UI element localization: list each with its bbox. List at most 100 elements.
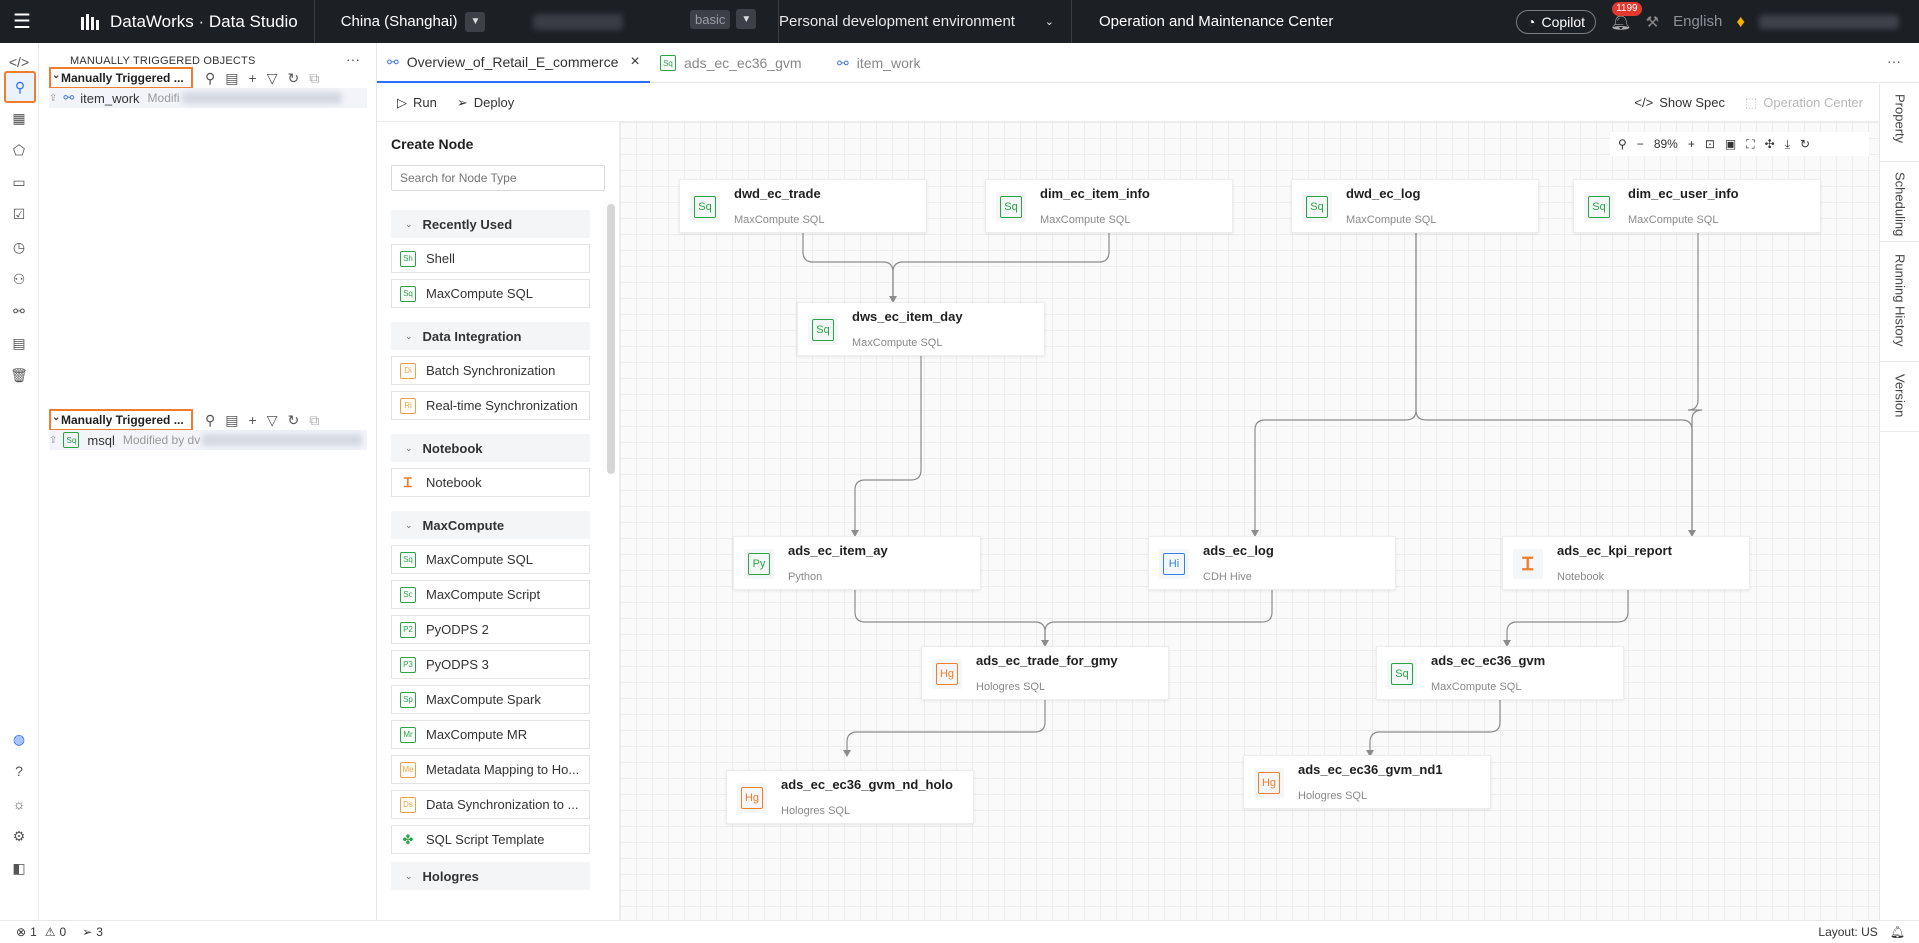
scrollbar[interactable] [607,204,615,474]
bell-icon[interactable]: 🔔︎ [1890,925,1905,939]
refresh-icon[interactable]: ↻ [287,70,299,87]
close-icon[interactable]: × [630,53,639,71]
node-type-shell[interactable]: ShShell [391,244,590,273]
node-type-maxcompute-sql-recent[interactable]: SqMaxCompute SQL [391,279,590,308]
bell-icon[interactable]: 🔔︎1199 [1610,12,1632,32]
tab-overview[interactable]: ⚯ Overview_of_Retail_E_commerce × [377,43,650,83]
layout-label[interactable]: Layout: US [1818,925,1877,939]
node-type-pyodps3[interactable]: P3PyODPS 3 [391,650,590,679]
theme-icon[interactable]: ☼ [8,793,30,815]
group-maxcompute[interactable]: ⌄MaxCompute [391,511,590,539]
tab-ads-ec-ec36-gvm[interactable]: Sq ads_ec_ec36_gvm [660,43,802,83]
group-hologres[interactable]: ⌄Hologres [391,862,590,890]
section-header[interactable]: ⌄ Manually Triggered ... ⚲ ▤ + ▽ ↻ ⧉ [49,67,319,89]
table-icon[interactable]: ▦ [8,107,30,129]
section-header[interactable]: ⌄ Manually Triggered ... ⚲ ▤ + ▽ ↻ ⧉ [49,409,319,431]
notification-badge: 1199 [1612,2,1642,16]
region-selector[interactable]: China (Shanghai) ▼ [341,12,486,32]
filter-icon[interactable]: ▽ [267,412,278,429]
tab-version[interactable]: Version [1880,362,1919,432]
node-type-realtime-sync[interactable]: RiReal-time Synchronization [391,391,590,420]
add-icon[interactable]: + [249,70,257,87]
node-search-input[interactable] [391,165,605,191]
environment-selector[interactable]: Personal development environment ⌄ [778,0,1068,43]
node-dws-ec-item-day[interactable]: Sq dws_ec_item_day MaxCompute SQL [797,302,1045,356]
more-icon[interactable]: ··· [1887,53,1901,69]
group-notebook[interactable]: ⌄Notebook [391,434,590,462]
sidebar-toggle-icon[interactable]: ◧ [8,857,30,879]
node-dwd-ec-log[interactable]: Sq dwd_ec_log MaxCompute SQL [1291,179,1539,233]
check-icon[interactable]: ☑ [8,203,30,225]
refresh-icon[interactable]: ↻ [287,412,299,429]
tools-icon[interactable]: ⚒ [1646,13,1659,31]
problems-indicator[interactable]: ⊗ 1 ⚠ 0 [16,925,66,939]
show-spec-button[interactable]: </> Show Spec [1634,95,1725,110]
workspace-name[interactable] [533,14,623,30]
section-label[interactable]: ⌄ Manually Triggered ... [49,67,193,89]
tab-running-history[interactable]: Running History [1880,242,1919,362]
add-icon[interactable]: + [249,412,257,429]
node-type-maxcompute-spark[interactable]: SpMaxCompute Spark [391,685,590,714]
group-recently-used[interactable]: ⌄Recently Used [391,210,590,238]
node-ads-ec-kpi-report[interactable]: Ꮖ ads_ec_kpi_report Notebook [1502,536,1750,590]
manual-trigger-icon[interactable]: ⚲ [4,71,36,103]
node-type-maxcompute-sql[interactable]: SqMaxCompute SQL [391,545,590,574]
chevron-down-icon: ⌄ [405,520,413,531]
tab-scheduling[interactable]: Scheduling [1880,162,1919,242]
node-dim-ec-user-info[interactable]: Sq dim_ec_user_info MaxCompute SQL [1573,179,1821,233]
deploy-indicator[interactable]: ➢ 3 [82,925,103,939]
node-type-maxcompute-script[interactable]: ScMaxCompute Script [391,580,590,609]
calendar-icon[interactable]: ▤ [225,70,238,87]
copilot-button[interactable]: ◔ Copilot [1516,10,1596,34]
node-type-metadata-mapping[interactable]: MeMetadata Mapping to Ho... [391,755,590,784]
code-icon[interactable]: </> [8,51,30,73]
node-ads-ec-item-ay[interactable]: Py ads_ec_item_ay Python [733,536,981,590]
group-data-integration[interactable]: ⌄Data Integration [391,322,590,350]
filter-icon[interactable]: ▽ [267,70,278,87]
node-dwd-ec-trade[interactable]: Sq dwd_ec_trade MaxCompute SQL [679,179,927,233]
node-type-sql-template[interactable]: ✤SQL Script Template [391,825,590,854]
search-icon[interactable]: ⚲ [205,70,215,87]
tab-item-work[interactable]: ⚯ item_work [837,43,921,83]
node-type-batch-sync[interactable]: DiBatch Synchronization [391,356,590,385]
workflow-canvas[interactable]: ⚲ − 89% + ⊡ ▣ ⛶ ✣ ⤓ ↻ [620,122,1879,920]
component-icon[interactable]: ⬠ [8,139,30,161]
tree-item[interactable]: ⇪ Sq msql Modified by dv [49,430,367,450]
collapse-icon[interactable]: ⧉ [309,70,319,87]
run-button[interactable]: ▷ Run [397,95,437,111]
message-icon[interactable]: ▤ [8,332,30,354]
more-icon[interactable]: ··· [346,51,360,67]
collapse-icon[interactable]: ⧉ [309,412,319,429]
node-ads-ec-trade-for-gmy[interactable]: Hg ads_ec_trade_for_gmy Hologres SQL [921,646,1169,700]
status-icon[interactable]: ◍ [8,728,30,750]
node-type-pyodps2[interactable]: P2PyODPS 2 [391,615,590,644]
tree-item[interactable]: ⇪ ⚯ item_work Modifi [49,88,367,108]
node-ads-ec-ec36-gvm-nd1[interactable]: Hg ads_ec_ec36_gvm_nd1 Hologres SQL [1243,755,1491,809]
tab-property[interactable]: Property [1880,84,1919,162]
gear-icon[interactable]: ⚙ [8,825,30,847]
folder-icon[interactable]: ▭ [8,171,30,193]
node-ads-ec-log[interactable]: Hi ads_ec_log CDH Hive [1148,536,1396,590]
operation-center-button[interactable]: ⬚ Operation Center [1745,95,1863,111]
calendar-icon[interactable]: ▤ [225,412,238,429]
search-icon[interactable]: ⚲ [205,412,215,429]
omc-link[interactable]: Operation and Maintenance Center [1071,0,1333,43]
trash-icon[interactable]: 🗑︎ [8,364,30,386]
language-selector[interactable]: English [1673,13,1722,30]
hamburger-icon[interactable]: ☰ [0,0,44,43]
workflow-icon: ⚯ [837,55,849,72]
flow-icon[interactable]: ⚯ [8,300,30,322]
user-account[interactable] [1759,15,1899,29]
user-icon[interactable]: ⚇ [8,268,30,290]
node-dim-ec-item-info[interactable]: Sq dim_ec_item_info MaxCompute SQL [985,179,1233,233]
node-ads-ec-ec36-gvm[interactable]: Sq ads_ec_ec36_gvm MaxCompute SQL [1376,646,1624,700]
workspace-mode[interactable]: basic ▼ [690,9,756,29]
section-label[interactable]: ⌄ Manually Triggered ... [49,409,193,431]
node-type-data-sync[interactable]: DsData Synchronization to ... [391,790,590,819]
clock-icon[interactable]: ◷ [8,236,30,258]
help-icon[interactable]: ? [8,760,30,782]
deploy-button[interactable]: ➢ Deploy [457,95,514,111]
node-type-notebook[interactable]: ᏆNotebook [391,468,590,497]
node-type-maxcompute-mr[interactable]: MrMaxCompute MR [391,720,590,749]
node-ads-ec-ec36-gvm-nd-holo[interactable]: Hg ads_ec_ec36_gvm_nd_holo Hologres SQL [726,770,974,824]
